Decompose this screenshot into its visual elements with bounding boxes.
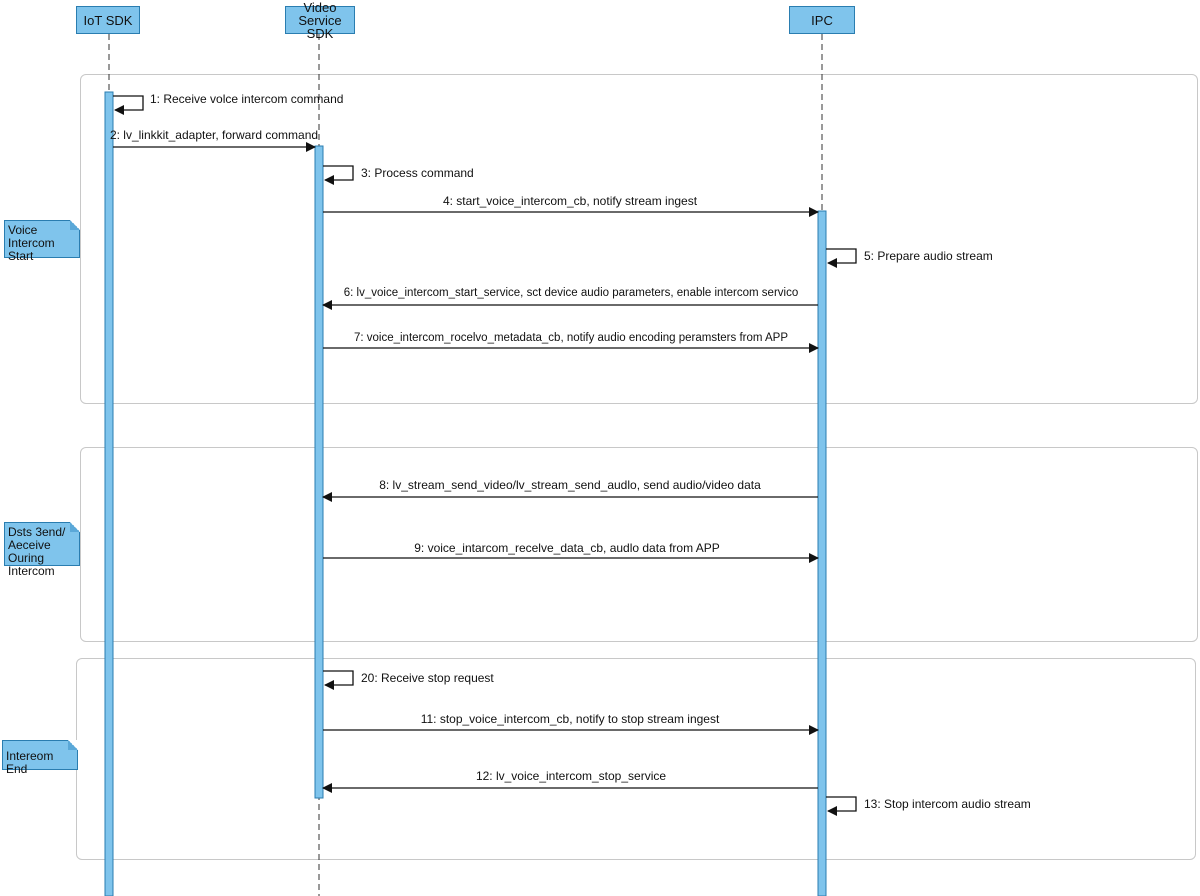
message-4-label: 4: start_voice_intercom_cb, notify strea… xyxy=(442,194,698,208)
message-5-arrow xyxy=(826,248,857,268)
phase-note-intercom-start: Voice Intercom Start xyxy=(4,220,80,263)
message-20-label: 20: Receive stop request xyxy=(361,671,494,685)
activation-bar-ipc xyxy=(817,210,827,896)
phase-box-data xyxy=(80,447,1198,642)
phase-note-data-transfer: Dsts 3end/ Aeceive Ouring Intercom xyxy=(4,522,80,578)
message-12-label: 12: lv_voice_intercom_stop_service xyxy=(475,769,667,783)
participant-ipc: IPC xyxy=(789,6,855,34)
message-11-label: 11: stop_voice_intercom_cb, notify to st… xyxy=(420,712,720,726)
phase-box-end xyxy=(76,658,1196,860)
message-6-label: 6: lv_voice_intercom_start_service, sct … xyxy=(343,287,799,299)
participant-iot-sdk: IoT SDK xyxy=(76,6,140,34)
phase-box-start xyxy=(80,74,1198,404)
message-2-label: 2: lv_linkkit_adapter, forward command xyxy=(109,128,319,142)
message-13-label: 13: Stop intercom audio stream xyxy=(864,797,1031,811)
message-3-arrow xyxy=(323,165,354,185)
message-7-label: 7: voice_intercom_rocelvo_metadata_cb, n… xyxy=(353,332,789,344)
message-5-label: 5: Prepare audio stream xyxy=(864,249,993,263)
activation-bar-vs xyxy=(314,145,324,799)
message-20-arrow xyxy=(323,670,354,690)
message-1-label: 1: Receive volce intercom command xyxy=(150,92,344,106)
message-1-arrow xyxy=(113,95,144,115)
message-8-label: 8: lv_stream_send_video/lv_stream_send_a… xyxy=(379,478,761,492)
message-13-arrow xyxy=(826,796,857,816)
message-9-label: 9: voice_intarcom_recelve_data_cb, audlo… xyxy=(414,541,720,555)
message-3-label: 3: Process command xyxy=(361,166,474,180)
phase-note-intercom-end: Intereom End xyxy=(2,740,78,776)
participant-video-service-sdk: Video Service SDK xyxy=(285,1,355,40)
activation-bar-iot xyxy=(104,91,114,896)
